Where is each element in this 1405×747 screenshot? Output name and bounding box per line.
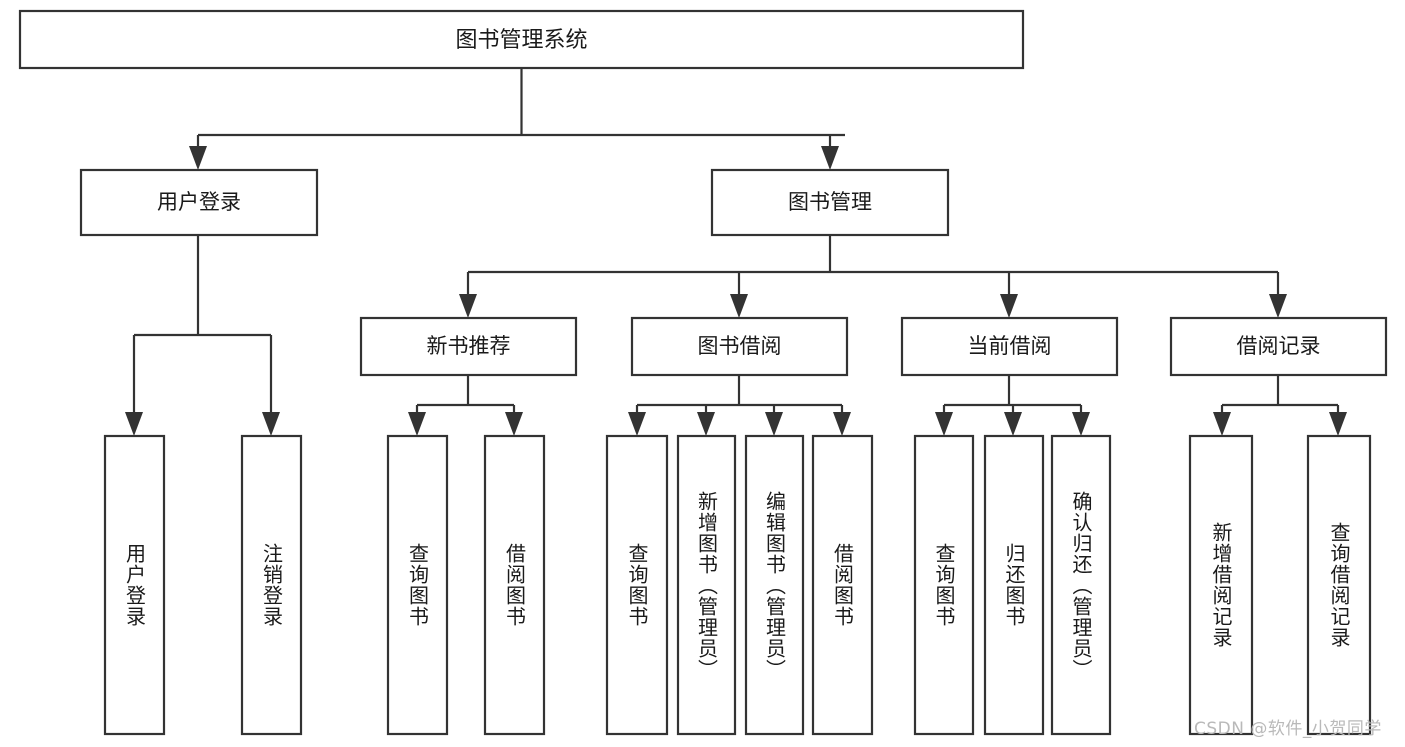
node-new-book-recommend-label: 新书推荐 [427,334,511,358]
node-user-login-label: 用户登录 [157,190,241,214]
arrow-current-leaf1-icon [935,412,953,436]
arrow-bookmgmt-borrow-icon [730,294,748,318]
arrow-bookmgmt-current-icon [1000,294,1018,318]
arrow-borrow-leaf4-icon [833,412,851,436]
arrow-bookmgmt-record-icon [1269,294,1287,318]
arrow-record-leaf2-icon [1329,412,1347,436]
arrow-root-to-login-icon [189,146,207,170]
node-leaf-user-login-box[interactable] [103,434,166,736]
node-leaf-query-book-1-box[interactable] [386,434,449,736]
node-leaf-confirm-return-box[interactable] [1050,434,1112,736]
node-leaf-logout-box[interactable] [240,434,303,736]
arrow-borrow-leaf3-icon [765,412,783,436]
node-current-borrow-box[interactable] [900,316,1119,377]
node-leaf-return-book-box[interactable] [983,434,1045,736]
arrow-root-to-bookmgmt-icon [821,146,839,170]
arrow-bookmgmt-newbook-icon [459,294,477,318]
node-new-book-recommend-box[interactable] [359,316,578,377]
node-book-borrow-box[interactable] [630,316,849,377]
arrow-login-leaf2-icon [262,412,280,436]
node-leaf-borrow-book-2-box[interactable] [811,434,874,736]
arrow-login-leaf1-icon [125,412,143,436]
node-leaf-edit-book-box[interactable] [744,434,805,736]
node-book-management-label: 图书管理 [788,190,872,214]
arrow-current-leaf3-icon [1072,412,1090,436]
node-root-box[interactable] [18,9,1025,70]
node-borrow-record-label: 借阅记录 [1237,334,1321,358]
node-current-borrow-label: 当前借阅 [968,334,1052,358]
arrow-current-leaf2-icon [1004,412,1022,436]
node-leaf-query-book-3-box[interactable] [913,434,975,736]
arrow-newbook-leaf1-icon [408,412,426,436]
node-book-borrow-label: 图书借阅 [698,334,782,358]
arrow-newbook-leaf2-icon [505,412,523,436]
node-user-login-box[interactable] [79,168,319,237]
node-leaf-borrow-book-1-box[interactable] [483,434,546,736]
node-book-management-box[interactable] [710,168,950,237]
node-leaf-add-book-box[interactable] [676,434,737,736]
arrow-borrow-leaf2-icon [697,412,715,436]
node-leaf-add-record-box[interactable] [1188,434,1254,736]
node-leaf-query-book-2-box[interactable] [605,434,669,736]
node-root-label: 图书管理系统 [455,28,587,53]
arrow-borrow-leaf1-icon [628,412,646,436]
arrow-record-leaf1-icon [1213,412,1231,436]
csdn-watermark: CSDN @软件_小贺同学 [1194,719,1382,739]
node-borrow-record-box[interactable] [1169,316,1388,377]
node-leaf-query-record-box[interactable] [1306,434,1372,736]
